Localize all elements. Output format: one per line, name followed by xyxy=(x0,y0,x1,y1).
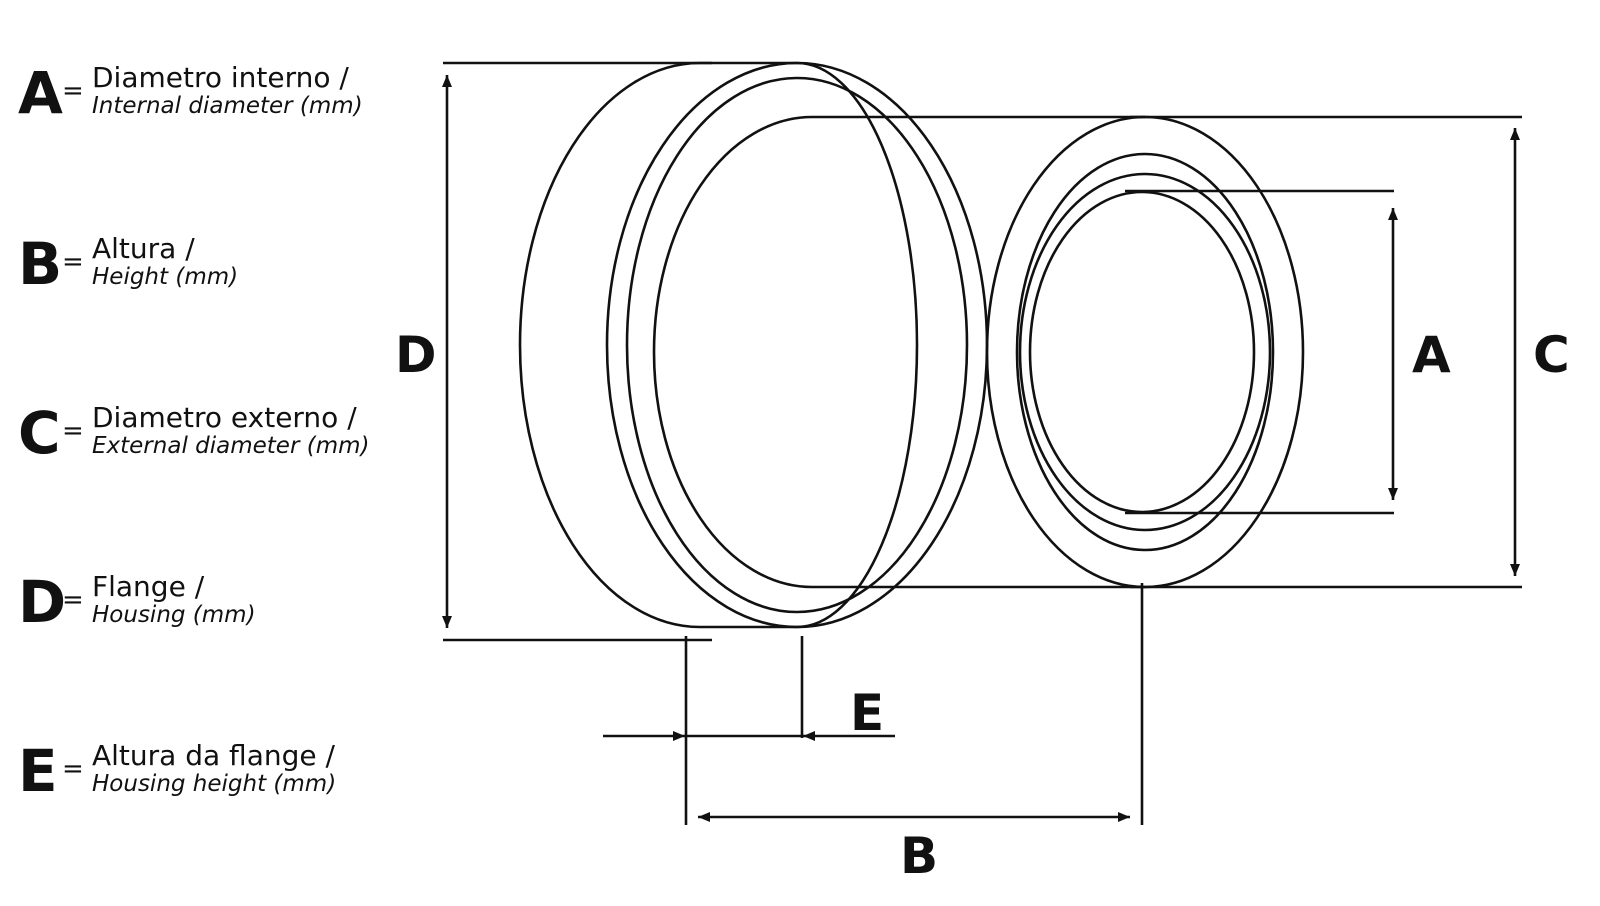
legend-label-english: Housing height (mm) xyxy=(92,771,337,797)
legend-label-portuguese: Diametro interno / xyxy=(92,61,349,94)
legend-equals: = xyxy=(62,754,84,784)
bore-chamfer xyxy=(1018,172,1272,532)
flange-front-face-outer xyxy=(605,61,989,629)
legend-equals: = xyxy=(62,585,84,615)
dim-label-b: B xyxy=(900,827,938,885)
dim-label-e: E xyxy=(850,684,884,742)
legend-label-portuguese: Flange / xyxy=(92,570,205,603)
dim-label-d: D xyxy=(395,326,437,384)
dim-label-c: C xyxy=(1533,326,1570,384)
legend-label-portuguese: Diametro externo / xyxy=(92,401,357,434)
cylinder-base-curve xyxy=(652,115,813,589)
dimension-labels: D A C E B xyxy=(395,326,1570,885)
dimension-legend: A = Diametro interno / Internal diameter… xyxy=(0,0,400,906)
legend-label-portuguese: Altura da flange / xyxy=(92,739,335,772)
cylinder-end-chamfer xyxy=(1015,152,1275,552)
legend-label-english: Housing (mm) xyxy=(92,602,256,628)
cylinder-end-outer xyxy=(985,115,1305,589)
legend-letter: E xyxy=(18,737,58,805)
bore-inner xyxy=(1028,190,1256,514)
legend-letter: B xyxy=(18,230,63,298)
legend-label-english: Height (mm) xyxy=(92,264,239,290)
legend-letter: C xyxy=(18,399,61,467)
legend-equals: = xyxy=(62,76,84,106)
dimension-lines xyxy=(442,61,1522,825)
legend-equals: = xyxy=(62,247,84,277)
legend-label-english: External diameter (mm) xyxy=(92,433,370,459)
legend-label-portuguese: Altura / xyxy=(92,232,195,265)
flange-rim xyxy=(700,61,919,629)
legend-letter: A xyxy=(18,59,63,127)
legend-equals: = xyxy=(62,416,84,446)
dim-label-a: A xyxy=(1412,326,1451,384)
flange-back-edge xyxy=(518,61,701,629)
bushing-outline xyxy=(518,61,1305,629)
legend-label-english: Internal diameter (mm) xyxy=(92,93,363,119)
flange-front-face-inner xyxy=(625,76,969,614)
legend-letter: D xyxy=(18,568,67,636)
